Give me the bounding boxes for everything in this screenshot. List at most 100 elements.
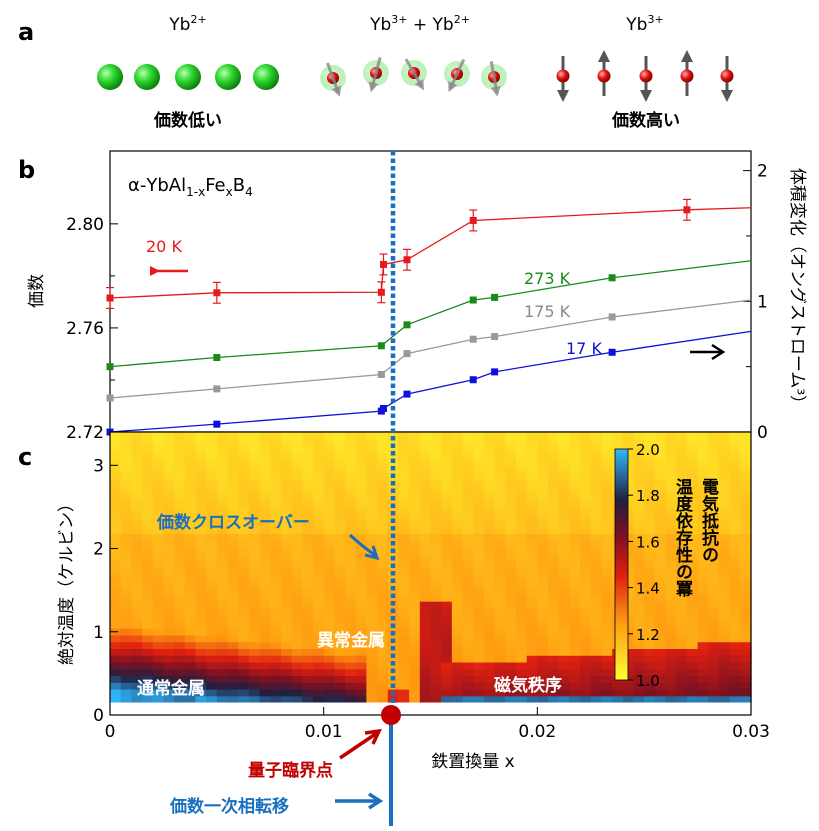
heatmap-cell — [312, 682, 325, 690]
heatmap-cell — [195, 560, 207, 568]
heatmap-cell — [366, 459, 378, 467]
heatmap-cell — [206, 634, 218, 643]
heatmap-cell — [505, 574, 517, 582]
heatmap-cell — [708, 607, 720, 616]
heatmap-cell — [302, 574, 314, 582]
heatmap-cell — [569, 540, 581, 548]
heatmap-cell — [483, 533, 496, 541]
heatmap-cell — [291, 472, 303, 480]
heatmap-cell — [419, 634, 432, 643]
heatmap-cell — [590, 668, 603, 677]
heatmap-cell — [248, 519, 261, 528]
heatmap-cell — [270, 533, 282, 541]
heatmap-cell — [665, 614, 677, 622]
heatmap-cell — [120, 553, 132, 562]
heatmap-cell — [312, 479, 325, 487]
heatmap-cell — [708, 560, 720, 568]
heatmap-cell — [377, 506, 389, 514]
heatmap-cell — [355, 580, 367, 589]
heatmap-cell — [366, 648, 378, 656]
heatmap-cell — [355, 668, 367, 677]
heatmap-cell — [580, 465, 592, 474]
heatmap-cell — [665, 628, 677, 636]
heatmap-cell — [131, 499, 143, 507]
heatmap-cell — [729, 513, 741, 521]
heatmap-cell — [729, 587, 741, 595]
heatmap-cell — [430, 465, 442, 474]
heatmap-cell — [729, 526, 741, 535]
heatmap-cell — [120, 459, 132, 467]
heatmap-cell — [590, 655, 603, 663]
heatmap-cell — [473, 628, 485, 636]
heatmap-cell — [195, 567, 207, 575]
heatmap-cell — [526, 567, 538, 575]
heatmap-cell — [441, 486, 453, 494]
heatmap-cell — [569, 641, 581, 650]
heatmap-cell — [270, 655, 282, 663]
heatmap-cell — [312, 499, 325, 507]
heatmap-cell — [548, 682, 560, 690]
heatmap-cell — [291, 492, 303, 501]
heatmap-cell — [686, 459, 699, 467]
heatmap-cell — [483, 479, 496, 487]
heatmap-cell — [398, 587, 410, 595]
heatmap-cell — [227, 601, 239, 609]
heatmap-cell — [505, 675, 517, 683]
heatmap-cell — [174, 506, 186, 514]
heatmap-cell — [569, 560, 581, 568]
heatmap-cell — [238, 641, 250, 650]
heatmap-cell — [633, 445, 645, 453]
heatmap-cell — [280, 506, 293, 514]
heatmap-cell — [163, 567, 175, 575]
heatmap-cell — [302, 546, 314, 555]
heatmap-cell — [120, 634, 132, 643]
heatmap-cell — [355, 445, 367, 453]
panel-b-letter: b — [18, 156, 35, 184]
heatmap-cell — [131, 472, 143, 480]
heatmap-cell — [430, 567, 442, 575]
heatmap-cell — [633, 601, 645, 609]
heatmap-cell — [323, 492, 335, 501]
heatmap-cell — [483, 675, 496, 683]
heatmap-cell — [494, 526, 506, 535]
heatmap-cell — [206, 695, 218, 704]
heatmap-cell — [590, 580, 603, 589]
heatmap-cell — [548, 628, 560, 636]
heatmap-cell — [494, 560, 506, 568]
heatmap-cell — [740, 499, 752, 507]
heatmap-cell — [718, 607, 731, 616]
heatmap-cell — [537, 465, 549, 474]
heatmap-cell — [206, 432, 218, 440]
heatmap-cell — [462, 519, 474, 528]
heatmap-cell — [323, 695, 335, 704]
heatmap-cell — [142, 607, 154, 616]
heatmap-cell — [451, 499, 464, 507]
heatmap-cell — [590, 594, 603, 602]
heatmap-cell — [612, 432, 624, 440]
heatmap-cell — [302, 614, 314, 622]
heatmap-cell — [184, 668, 197, 677]
heatmap-cell — [195, 519, 207, 528]
heatmap-cell — [419, 452, 432, 460]
heatmap-cell — [291, 459, 303, 467]
heatmap-cell — [248, 533, 261, 541]
heatmap-cell — [227, 688, 239, 697]
heatmap-cell — [409, 459, 421, 467]
heatmap-cell — [120, 499, 132, 507]
heatmap-cell — [526, 479, 538, 487]
heatmap-cell — [227, 661, 239, 670]
heatmap-cell — [110, 506, 122, 514]
heatmap-cell — [665, 486, 677, 494]
heatmap-cell — [601, 641, 613, 650]
heatmap-cell — [633, 486, 645, 494]
heatmap-cell — [409, 628, 421, 636]
heatmap-cell — [569, 472, 581, 480]
heatmap-cell — [142, 546, 154, 555]
heatmap-cell — [248, 567, 261, 575]
heatmap-cell — [131, 506, 143, 514]
heatmap-cell — [548, 688, 560, 697]
heatmap-cell — [387, 580, 400, 589]
heatmap-cell — [184, 587, 197, 595]
heatmap-cell — [644, 465, 656, 474]
xtick-label: 0 — [105, 722, 116, 742]
